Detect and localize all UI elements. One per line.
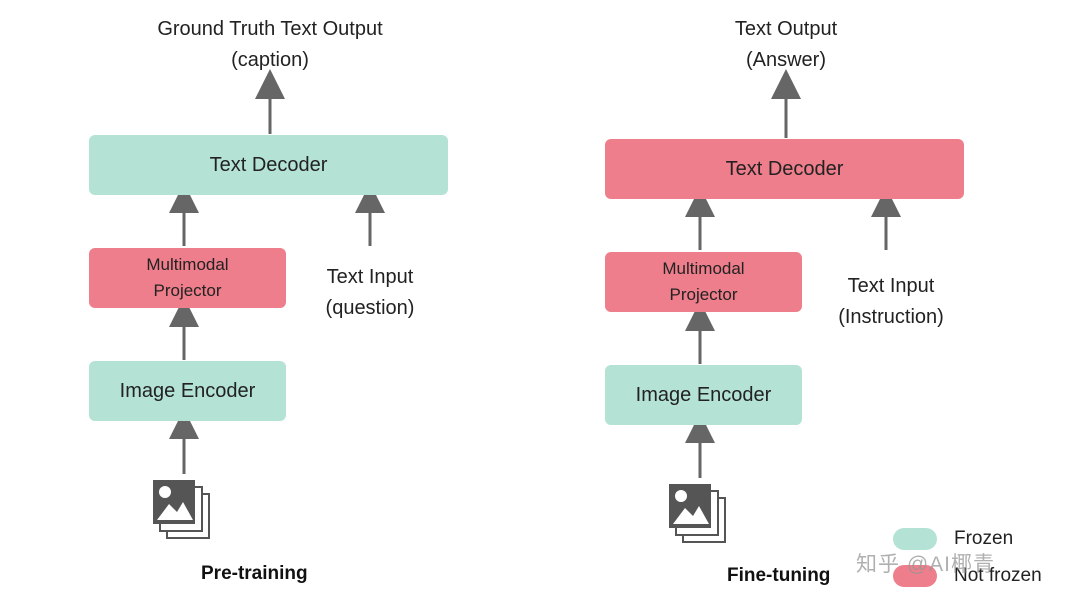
legend-item-frozen: Frozen: [893, 526, 1013, 552]
pretraining-output-label: Ground Truth Text Output (caption): [120, 14, 420, 76]
pretraining-output-line-1: Ground Truth Text Output: [157, 18, 383, 40]
pretraining-text-input-line-2: (question): [325, 297, 415, 319]
watermark: 知乎 @AI椰青: [856, 553, 995, 576]
pretraining-projector-line-2: Projector: [153, 281, 222, 300]
image-stack-icon: [669, 484, 729, 546]
finetuning-caption: Fine-tuning: [727, 565, 831, 586]
legend-item-not-frozen: Not frozen: [893, 563, 1042, 589]
finetuning-projector-line-1: Multimodal: [662, 258, 745, 278]
legend: Frozen Not frozen: [893, 524, 1078, 594]
finetuning-output-label: Text Output (Answer): [686, 14, 886, 76]
finetuning-output-line-2: (Answer): [745, 49, 826, 71]
finetuning-output-line-1: Text Output: [734, 18, 838, 40]
legend-label-not-frozen: Not frozen: [954, 565, 1042, 586]
pretraining-caption: Pre-training: [201, 563, 308, 584]
finetuning-text-input-line-2: (Instruction): [838, 306, 944, 328]
legend-label-frozen: Frozen: [954, 528, 1014, 549]
pretraining-text-input-label: Text Input (question): [300, 262, 440, 324]
pretraining-text-input-line-1: Text Input: [326, 266, 414, 288]
pretraining-panel: Ground Truth Text Output (caption) Text …: [0, 0, 500, 608]
finetuning-text-decoder: Text Decoder: [605, 139, 964, 199]
legend-swatch-not-frozen: [893, 565, 937, 587]
finetuning-panel: Text Output (Answer) Text Decoder Multim…: [516, 0, 1016, 608]
image-stack-icon: [153, 480, 213, 542]
finetuning-projector-line-2: Projector: [669, 285, 738, 304]
pretraining-image-encoder: Image Encoder: [89, 361, 286, 421]
pretraining-multimodal-projector: Multimodal Projector: [89, 248, 286, 308]
pretraining-text-decoder: Text Decoder: [89, 135, 448, 195]
pretraining-arrows: [169, 69, 385, 474]
legend-swatch-frozen: [893, 528, 937, 550]
finetuning-multimodal-projector: Multimodal Projector: [605, 252, 802, 312]
finetuning-text-input-line-1: Text Input: [847, 275, 935, 297]
pretraining-projector-line-1: Multimodal: [146, 254, 229, 274]
finetuning-text-input-label: Text Input (Instruction): [816, 271, 966, 333]
finetuning-arrows: [685, 69, 901, 478]
finetuning-image-encoder: Image Encoder: [605, 365, 802, 425]
pretraining-output-line-2: (caption): [231, 49, 309, 71]
